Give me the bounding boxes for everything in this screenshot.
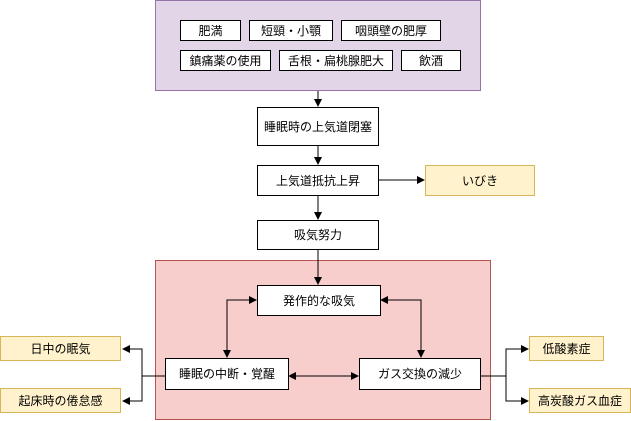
outcome-hypercapnia: 高炭酸ガス血症 — [529, 388, 631, 413]
edge-gasexchange-to-hypoxemia — [481, 345, 529, 377]
risk-factor-sedatives: 鎮痛薬の使用 — [180, 50, 271, 71]
outcome-morning-fatigue: 起床時の倦怠感 — [0, 388, 121, 413]
sudden-gasp: 発作的な吸気 — [257, 285, 381, 316]
reduced-gas-exchange: ガス交換の減少 — [359, 358, 481, 390]
risk-factor-short-neck: 短頸・小顎 — [249, 20, 333, 41]
edge-gasp-gasexchange — [380, 296, 425, 358]
airway-resistance-increase: 上気道抵抗上昇 — [257, 165, 379, 196]
outcome-snoring: いびき — [425, 165, 535, 196]
inspiratory-effort: 吸気努力 — [257, 220, 379, 250]
upper-airway-obstruction: 睡眠時の上気道閉塞 — [257, 107, 379, 146]
risk-factor-pharyngeal-wall: 咽頭壁の肥厚 — [341, 20, 441, 41]
outcome-daytime-sleepiness: 日中の眠気 — [0, 336, 121, 361]
edge-arousal-to-sleepiness — [122, 345, 165, 377]
risk-factors-group — [155, 0, 481, 91]
edge-gasexchange-to-hypercapnia — [505, 376, 529, 405]
edge-gasp-arousal — [223, 296, 257, 358]
risk-factor-tongue-tonsils: 舌根・扁桃腺肥大 — [279, 50, 393, 71]
outcome-hypoxemia: 低酸素症 — [529, 336, 604, 361]
sleep-arousal: 睡眠の中断・覚醒 — [165, 358, 289, 390]
risk-factor-alcohol: 飲酒 — [401, 50, 461, 71]
risk-factor-obesity: 肥満 — [180, 20, 241, 41]
edge-arousal-to-fatigue — [122, 376, 143, 405]
